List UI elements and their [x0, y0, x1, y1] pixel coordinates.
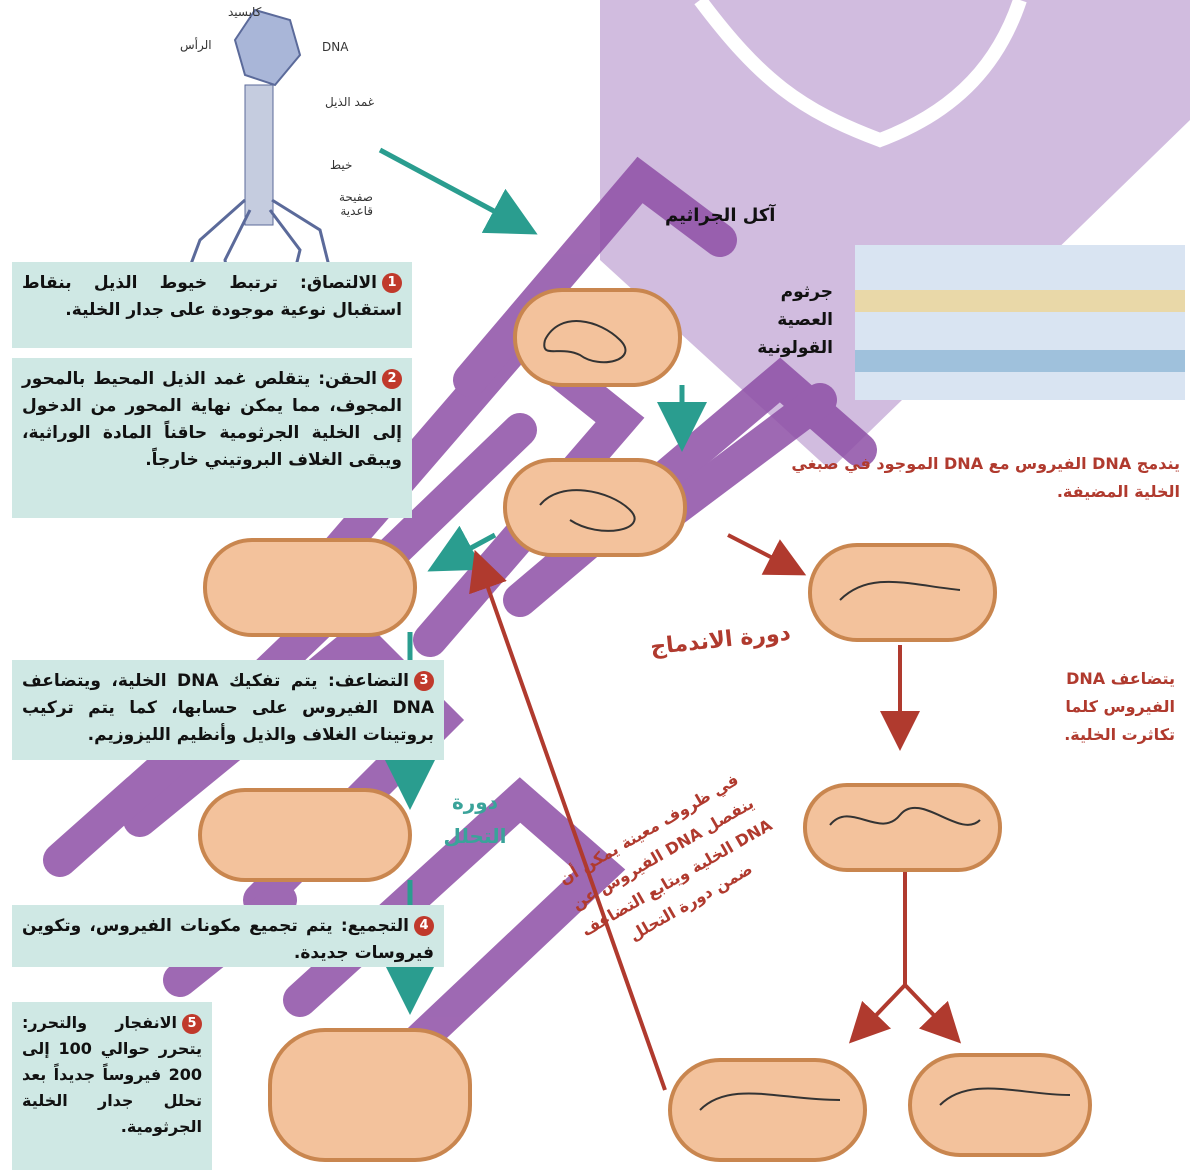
- tail-sheath-label: غمد الذيل: [325, 95, 374, 109]
- step-4-box: 4التجميع: يتم تجميع مكونات الفيروس، وتكو…: [12, 905, 444, 967]
- step-5-box: 5الانفجار والتحرر: يتحرر حوالي 100 إلى 2…: [12, 1002, 212, 1170]
- step-number: 3: [414, 671, 434, 691]
- step-text: التجميع: يتم تجميع مكونات الفيروس، وتكوي…: [22, 916, 434, 963]
- head-label: الرأس: [180, 38, 212, 52]
- replication-note: يتضاعف DNA الفيروس كلما تكاثرت الخلية.: [1035, 665, 1175, 749]
- step-2-box: 2الحقن: يتقلص غمد الذيل المحيط بالمحور ا…: [12, 358, 412, 518]
- tail-fiber-label: خيط: [330, 158, 352, 172]
- lytic-cycle-label: دورة التحلل: [440, 785, 510, 853]
- base-plate-label: صفيحة قاعدية: [318, 190, 373, 218]
- step-text: التضاعف: يتم تفكيك DNA الخلية، ويتضاعف D…: [22, 671, 434, 745]
- step-text: الالتصاق: ترتبط خيوط الذيل بنقاط استقبال…: [22, 273, 402, 320]
- capsid-label: كابسيد: [228, 5, 261, 19]
- step-number: 1: [382, 273, 402, 293]
- step-text: الحقن: يتقلص غمد الذيل المحيط بالمحور ال…: [22, 369, 402, 470]
- step-1-box: 1الالتصاق: ترتبط خيوط الذيل بنقاط استقبا…: [12, 262, 412, 348]
- phage-diagram: [185, 10, 330, 290]
- step-number: 5: [182, 1014, 202, 1034]
- bacterium-label: جرثوم العصية القولونية: [748, 278, 833, 362]
- step-number: 2: [382, 369, 402, 389]
- step-3-box: 3التضاعف: يتم تفكيك DNA الخلية، ويتضاعف …: [12, 660, 444, 760]
- step-text: الانفجار والتحرر: يتحرر حوالي 100 إلى 20…: [22, 1013, 202, 1136]
- step-number: 4: [414, 916, 434, 936]
- bacteriophage-label: آكل الجراثيم: [665, 205, 775, 226]
- integration-note: يندمج DNA الفيروس مع DNA الموجود في صبغي…: [770, 450, 1180, 506]
- dna-label: DNA: [322, 40, 348, 54]
